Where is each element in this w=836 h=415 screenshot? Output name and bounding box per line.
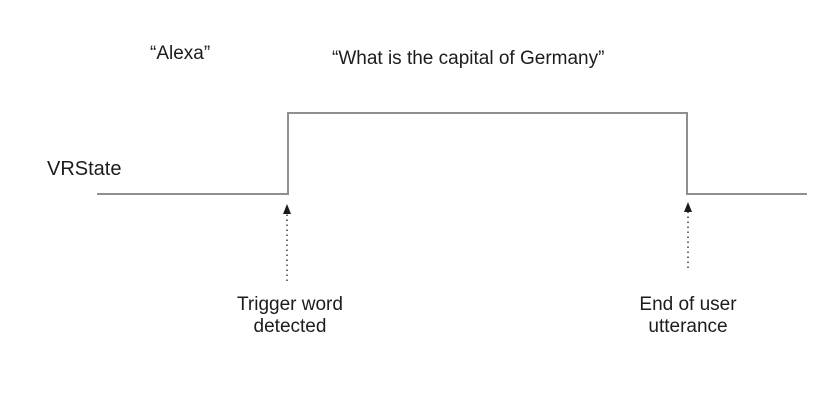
end-utterance-label: End of user utterance	[596, 294, 780, 338]
end-utterance-label-line1: End of user	[639, 294, 737, 315]
end-utterance-arrowhead-icon	[684, 202, 692, 212]
user-utterance-quote: “What is the capital of Germany”	[332, 48, 605, 69]
vrstate-signal-label: VRState	[47, 158, 122, 180]
trigger-detected-label-line1: Trigger word	[237, 294, 343, 315]
trigger-detected-arrowhead-icon	[283, 204, 291, 214]
trigger-word-quote: “Alexa”	[150, 43, 211, 64]
trigger-detected-label-line2: detected	[253, 316, 327, 337]
trigger-detected-label: Trigger word detected	[198, 294, 382, 338]
signal-trace	[97, 112, 807, 195]
end-utterance-label-line2: utterance	[648, 316, 728, 337]
